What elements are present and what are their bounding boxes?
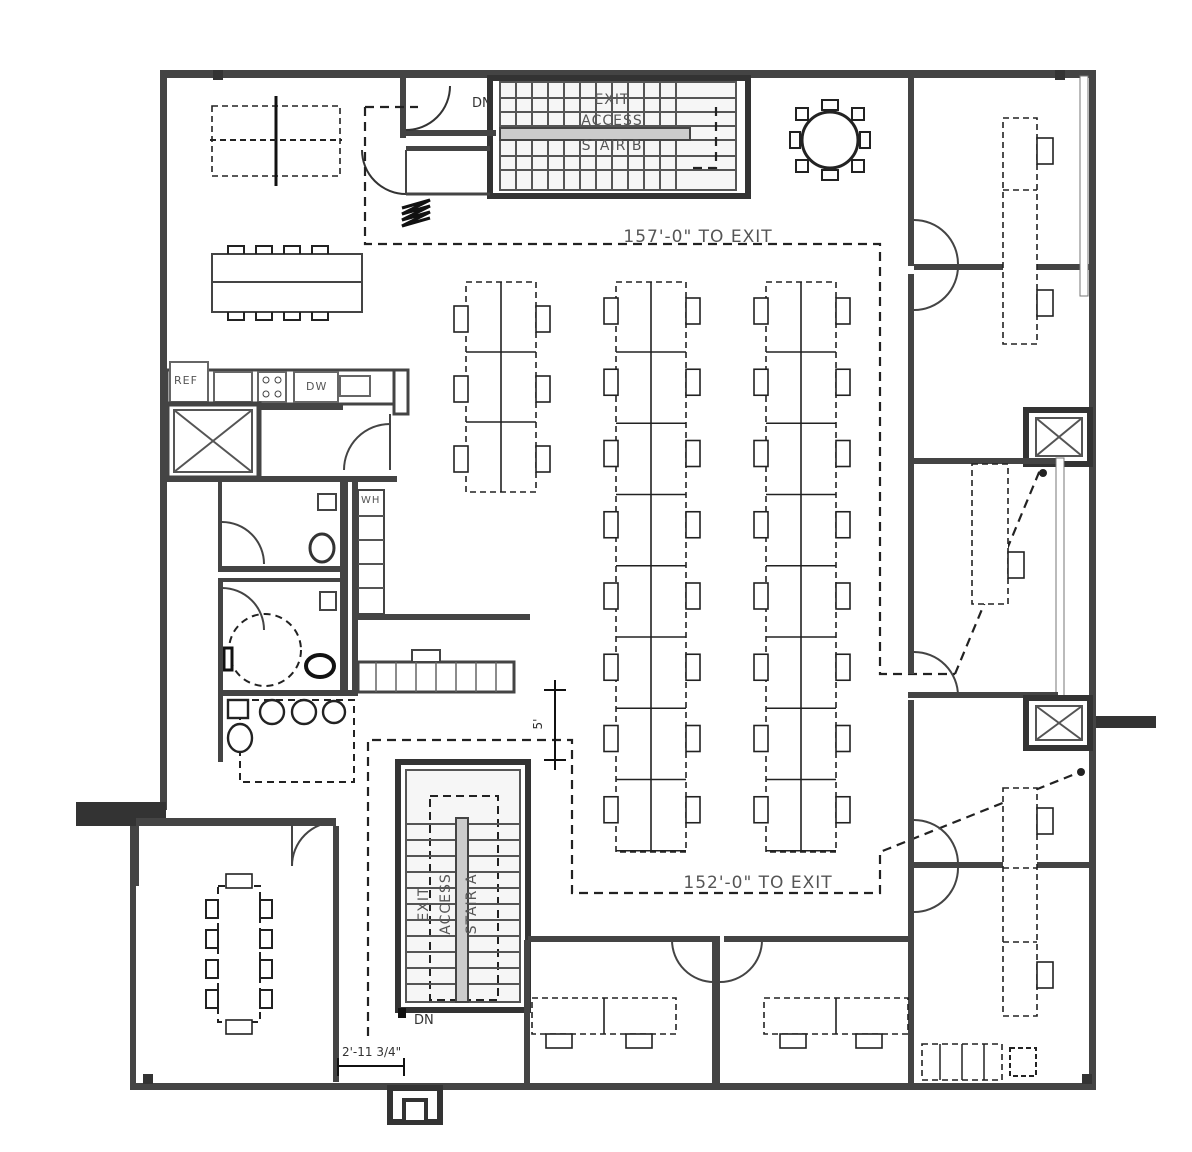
stair-a: EXIT ACCESS STAIR A DN 2'-11 3/4" (136, 759, 531, 1082)
desk-chair (835, 510, 851, 539)
stair-a-label-1: EXIT (416, 886, 432, 921)
workstation-dividers (616, 351, 836, 852)
desk-chair (753, 795, 769, 824)
desk-chair (453, 375, 469, 403)
dn-top-label: DN (472, 96, 492, 111)
stair-b: EXIT ACCESS STAIR B DN (361, 75, 751, 228)
elevator-left (164, 401, 397, 482)
desk-chair (753, 368, 769, 397)
stair-a-label-2: ACCESS (438, 873, 454, 935)
desk-chair (535, 375, 551, 403)
desk-chair (753, 653, 769, 682)
desk-chair (603, 795, 619, 824)
workstations-col-3 (765, 281, 837, 853)
desk-chair (453, 305, 469, 333)
dw-label: DW (306, 380, 327, 393)
desk-chair (685, 368, 701, 397)
exit-path-top-label: 157'-0" TO EXIT (623, 227, 772, 247)
restrooms: WH (218, 480, 530, 783)
desk-chair (535, 445, 551, 473)
desk-chair (685, 795, 701, 824)
right-offices (908, 75, 1093, 1086)
desk-chair (603, 724, 619, 753)
dimension-5ft: 5' (531, 680, 566, 770)
desk-chair (685, 439, 701, 468)
desk-chair (603, 510, 619, 539)
desk-chair (835, 582, 851, 610)
desk-chair (753, 582, 769, 610)
egress-path-bottom (366, 738, 1081, 1036)
desk-chair (685, 297, 701, 325)
desk-chair (753, 439, 769, 468)
conference-room (205, 873, 273, 1035)
desk-chair (685, 724, 701, 753)
wh-label: WH (361, 495, 380, 506)
egress-path-top (363, 107, 955, 676)
desk-chair (835, 724, 851, 753)
desk-chair (535, 305, 551, 333)
desk-chair (603, 653, 619, 682)
kitchen-counter: REF DW (165, 361, 410, 416)
stair-b-label-3: STAIR B (582, 138, 643, 154)
workstations-col-2 (615, 281, 687, 853)
exterior-walls (76, 70, 1156, 1125)
exit-path-bottom-label: 152'-0" TO EXIT (683, 873, 832, 893)
desk-chair (835, 368, 851, 397)
dn-bottom-label: DN (414, 1013, 434, 1028)
desk-chair (835, 653, 851, 682)
desk-chair (603, 297, 619, 325)
workstations-col-1 (465, 281, 537, 493)
desk-chair (603, 439, 619, 468)
desk-chair (453, 445, 469, 473)
desk-chair (685, 653, 701, 682)
dim-width-label: 2'-11 3/4" (342, 1045, 401, 1059)
top-left-tables (210, 96, 363, 321)
desk-chair (603, 368, 619, 397)
desk-chair (753, 724, 769, 753)
bottom-rooms (524, 936, 909, 1086)
desk-chair (753, 510, 769, 539)
workstation-chairs (453, 297, 851, 824)
desk-chair (685, 582, 701, 610)
desk-chair (603, 582, 619, 610)
desk-chair (685, 510, 701, 539)
desk-chair (835, 795, 851, 824)
stair-a-label-3: STAIR A (464, 874, 480, 935)
stair-b-label-2: ACCESS (581, 113, 643, 129)
stair-b-label-1: EXIT (594, 92, 629, 108)
dim-5ft-label: 5' (531, 719, 545, 730)
desk-chair (753, 297, 769, 325)
ref-label: REF (174, 374, 198, 387)
desk-chair (835, 297, 851, 325)
desk-chair (835, 439, 851, 468)
round-table (789, 99, 871, 181)
